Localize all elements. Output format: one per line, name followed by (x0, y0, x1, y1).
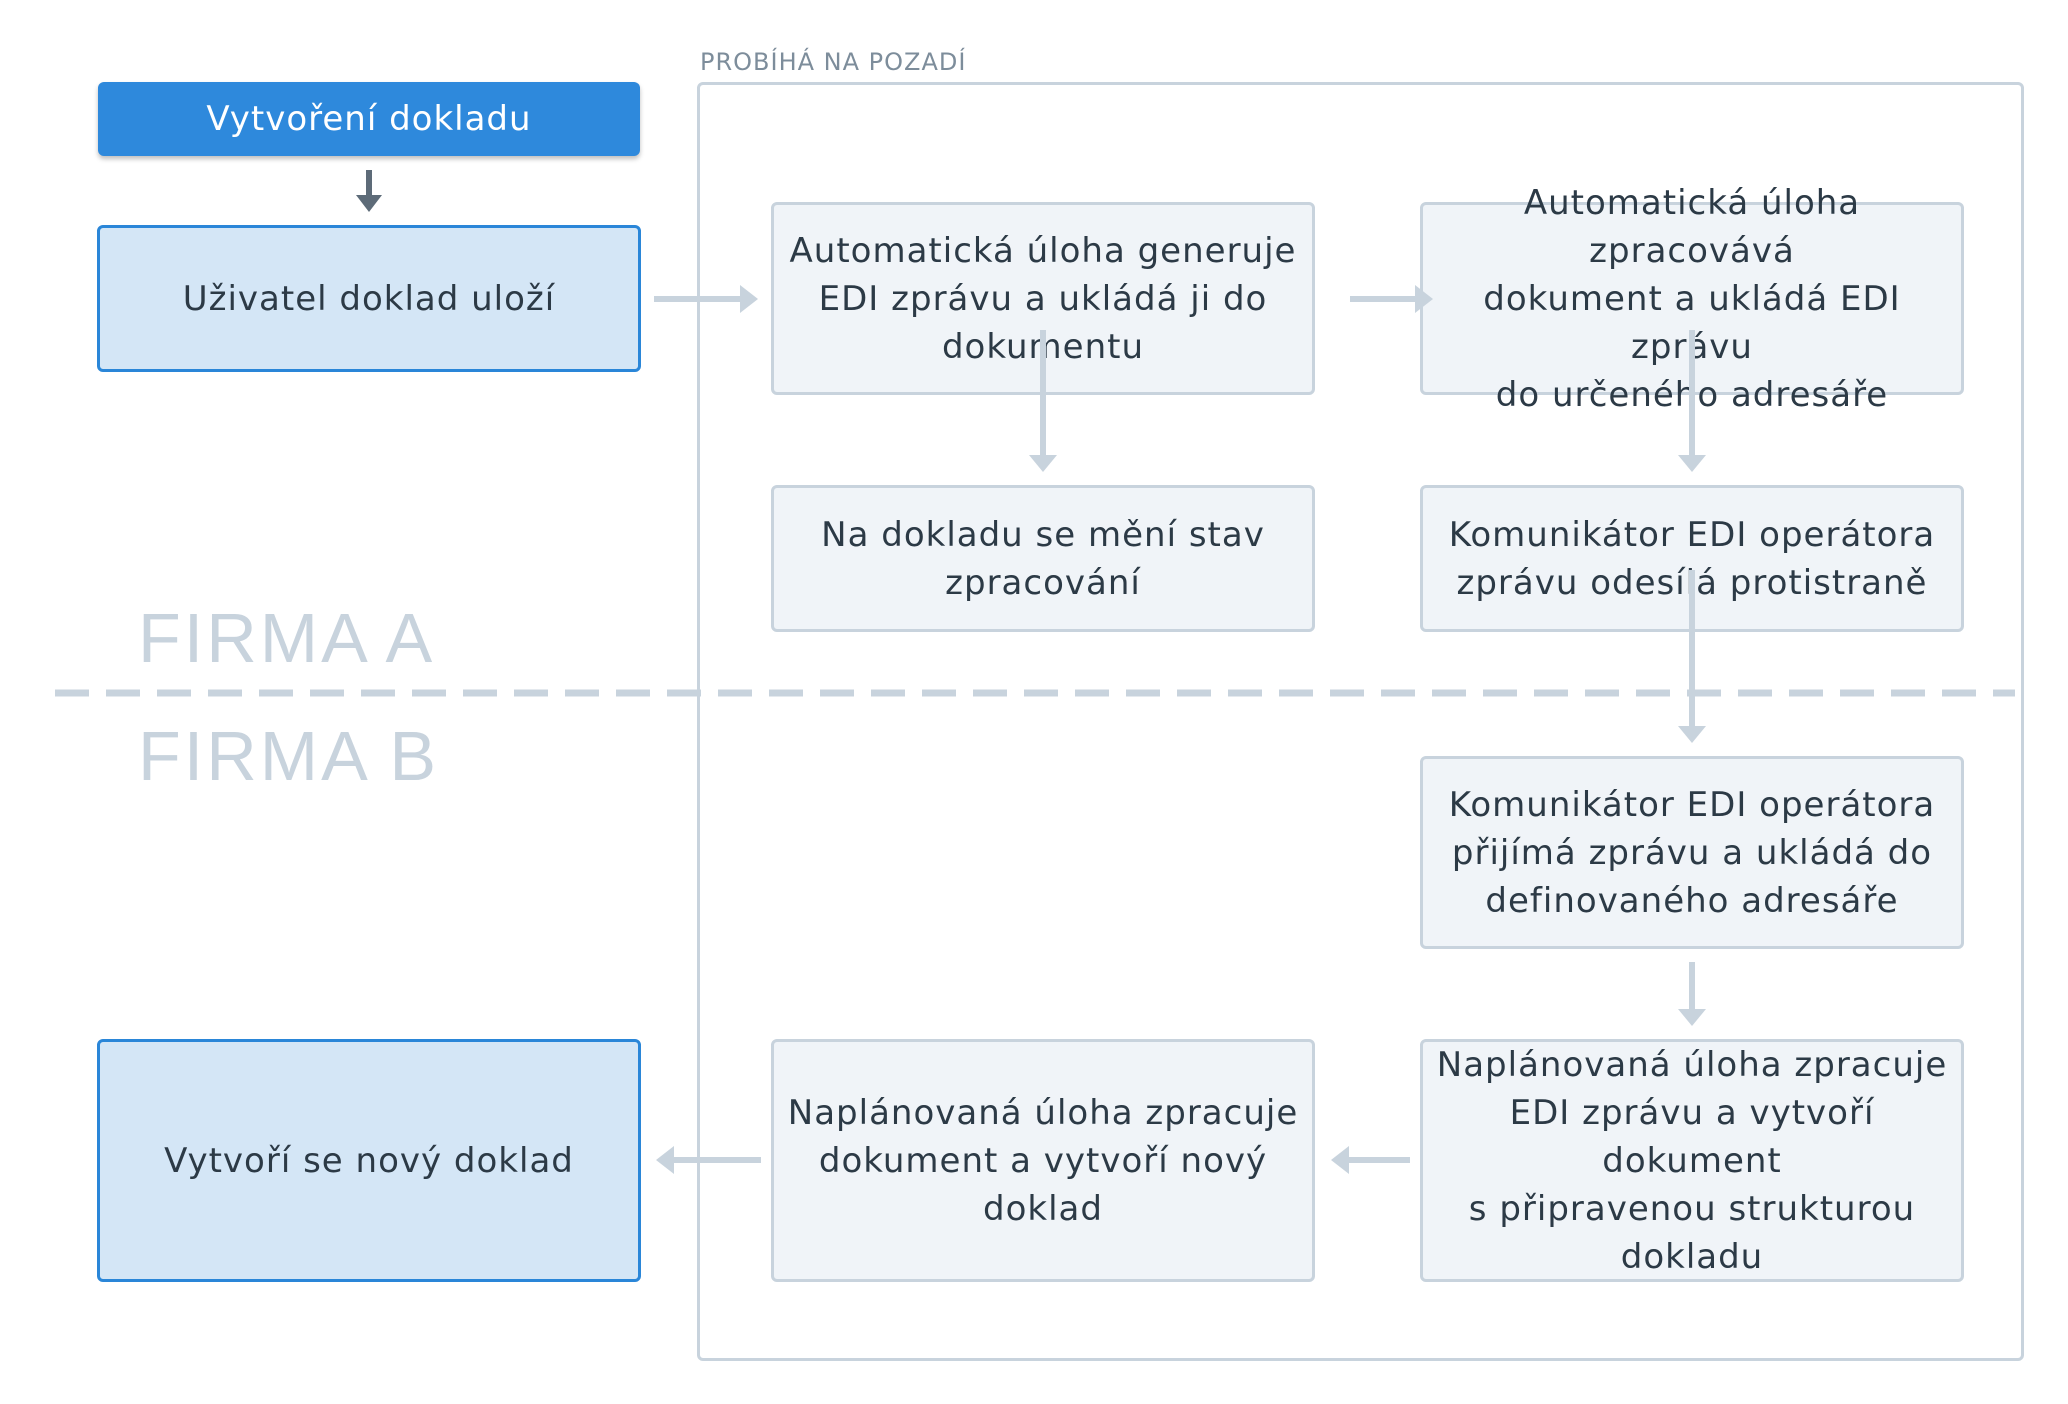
step-communicator-receive: Komunikátor EDI operátora přijímá zprávu… (1420, 756, 1964, 949)
step-communicator-receive-label: Komunikátor EDI operátora přijímá zprávu… (1448, 784, 1936, 921)
step-new-document-label: Vytvoří se nový doklad (164, 1140, 574, 1181)
firm-a-label: FIRMA A (138, 599, 436, 677)
step-user-saves: Uživatel doklad uloží (97, 225, 641, 372)
step-scheduled-document: Naplánovaná úloha zpracuje dokument a vy… (771, 1039, 1315, 1282)
step-auto-generate-label: Automatická úloha generuje EDI zprávu a … (789, 230, 1297, 367)
create-document-header: Vytvoření dokladu (98, 82, 640, 156)
step-scheduled-edi: Naplánovaná úloha zpracuje EDI zprávu a … (1420, 1039, 1964, 1282)
step-communicator-send: Komunikátor EDI operátora zprávu odesílá… (1420, 485, 1964, 632)
create-document-header-label: Vytvoření dokladu (206, 99, 532, 139)
step-new-document: Vytvoří se nový doklad (97, 1039, 641, 1282)
step-auto-generate: Automatická úloha generuje EDI zprávu a … (771, 202, 1315, 395)
background-section-label: PROBÍHÁ NA POZADÍ (700, 48, 967, 76)
step-auto-process: Automatická úloha zpracovává dokument a … (1420, 183, 1964, 415)
step-status-change-label: Na dokladu se mění stav zpracování (821, 514, 1265, 603)
step-scheduled-edi-label: Naplánovaná úloha zpracuje EDI zprávu a … (1436, 1044, 1948, 1277)
step-auto-process-label: Automatická úloha zpracovává dokument a … (1483, 182, 1901, 415)
step-status-change: Na dokladu se mění stav zpracování (771, 485, 1315, 632)
firm-b-label: FIRMA B (138, 717, 440, 795)
step-communicator-send-label: Komunikátor EDI operátora zprávu odesílá… (1448, 514, 1936, 603)
step-scheduled-document-label: Naplánovaná úloha zpracuje dokument a vy… (787, 1092, 1299, 1229)
background-section-frame (697, 82, 2024, 1361)
step-user-saves-label: Uživatel doklad uloží (182, 278, 556, 319)
arrow-header-to-save (356, 170, 382, 212)
